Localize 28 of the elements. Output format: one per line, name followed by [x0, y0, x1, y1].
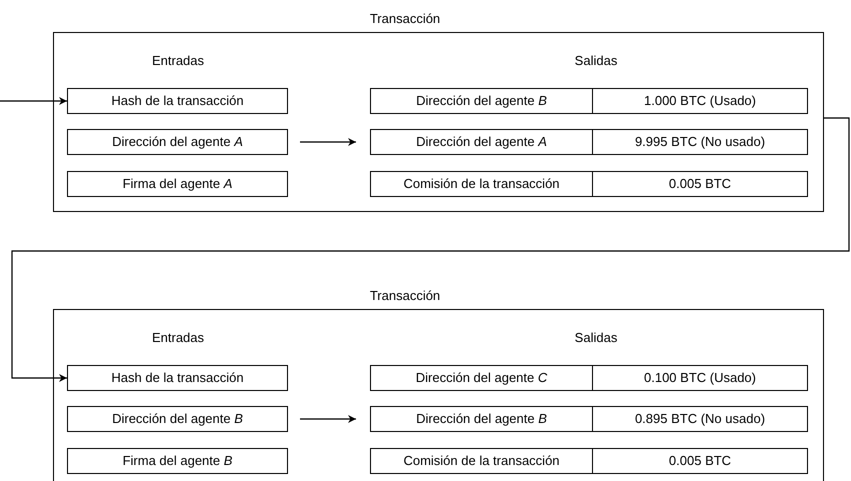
arrow	[0, 97, 67, 105]
inputs-heading: Entradas	[152, 330, 204, 345]
field-cell: 1.000 BTC (Usado)	[592, 88, 808, 114]
field-cell: 0.005 BTC	[592, 171, 808, 197]
field-cell: Dirección del agente B	[370, 406, 593, 432]
outputs-heading: Salidas	[574, 330, 618, 345]
field-cell: 0.895 BTC (No usado)	[592, 406, 808, 432]
field-cell: Hash de la transacción	[67, 88, 288, 114]
field-cell: Firma del agente B	[67, 448, 288, 474]
arrow	[300, 138, 356, 146]
transaction-title: Transacción	[370, 11, 440, 26]
arrow	[300, 415, 356, 423]
field-cell: Hash de la transacción	[67, 365, 288, 391]
inputs-heading: Entradas	[152, 53, 204, 68]
field-cell: Dirección del agente B	[370, 88, 593, 114]
field-cell: Dirección del agente A	[370, 129, 593, 155]
field-cell: 9.995 BTC (No usado)	[592, 129, 808, 155]
transaction-title: Transacción	[370, 288, 440, 303]
field-cell: Dirección del agente C	[370, 365, 593, 391]
field-cell: 0.005 BTC	[592, 448, 808, 474]
field-cell: Firma del agente A	[67, 171, 288, 197]
field-cell: Dirección del agente A	[67, 129, 288, 155]
outputs-heading: Salidas	[574, 53, 618, 68]
field-cell: Comisión de la transacción	[370, 448, 593, 474]
field-cell: 0.100 BTC (Usado)	[592, 365, 808, 391]
field-cell: Dirección del agente B	[67, 406, 288, 432]
arrow	[11, 117, 850, 382]
field-cell: Comisión de la transacción	[370, 171, 593, 197]
